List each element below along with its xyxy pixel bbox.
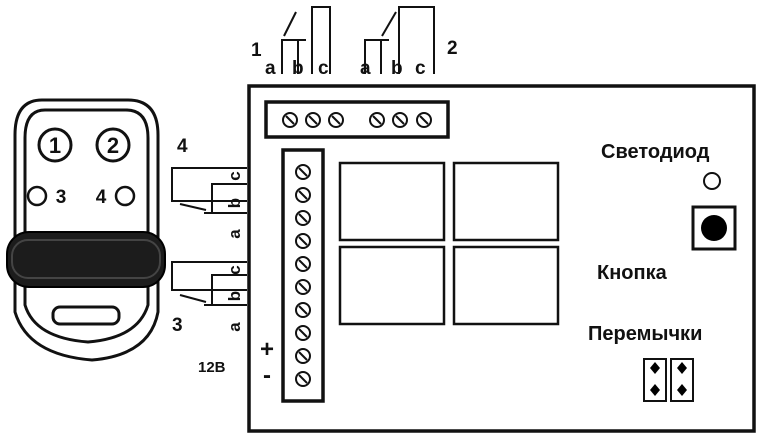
remote-button-1-icon [37, 127, 73, 163]
side-relay-4-contacts [171, 167, 247, 214]
top-relay-2-contact-c: c [415, 58, 426, 79]
terminal-screw-icon [295, 164, 311, 180]
top-relay-2-contact-b: b [391, 58, 403, 79]
top-relay-2-contact-a: a [360, 58, 371, 79]
jumpers-label: Перемычки [588, 323, 702, 345]
remote-button-3-label: 3 [56, 187, 67, 208]
remote-button-2-label: 2 [107, 133, 119, 158]
side-relay-3-contact-c: c [225, 265, 244, 274]
side-relay-3-number: 3 [172, 315, 183, 336]
side-relay-4-contact-a: a [225, 229, 244, 239]
terminal-screw-icon [295, 187, 311, 203]
terminal-screw-icon [328, 112, 344, 128]
top-terminal-screws [282, 112, 432, 128]
top-relay-1-number: 1 [251, 40, 262, 61]
jumpers-icon [643, 358, 694, 402]
led-icon [703, 172, 721, 190]
remote-grip-band [6, 231, 166, 288]
remote-button-1-label: 1 [49, 133, 61, 158]
top-relay-1-contact-c: c [318, 58, 329, 79]
side-relay-4-number: 4 [177, 136, 188, 157]
terminal-screw-icon [305, 112, 321, 128]
led-label: Светодиод [601, 141, 710, 163]
terminal-screw-icon [369, 112, 385, 128]
side-relay-4-contact-b: b [225, 198, 244, 208]
power-minus-label: - [263, 362, 271, 389]
push-button-icon [701, 215, 727, 241]
button-label: Кнопка [597, 262, 668, 284]
side-relay-3-contacts [171, 261, 247, 306]
relay-1 [338, 161, 446, 242]
terminal-screw-icon [282, 112, 298, 128]
terminal-screw-icon [295, 210, 311, 226]
receiver-board: Светодиод Кнопка Перемычки + - [247, 84, 756, 433]
terminal-screw-icon [295, 348, 311, 364]
top-relay-1-contacts [281, 6, 331, 74]
remote-button-4-label: 4 [96, 187, 107, 208]
relay-4 [452, 245, 560, 326]
top-relay-1-contact-a: a [265, 58, 276, 79]
remote-control: 1 2 3 4 [6, 98, 166, 362]
terminal-screw-icon [295, 302, 311, 318]
terminal-screw-icon [392, 112, 408, 128]
remote-button-3-icon [26, 185, 48, 207]
terminal-screw-icon [295, 371, 311, 387]
remote-inner-shell [23, 108, 150, 240]
side-relay-3-contact-b: b [225, 291, 244, 301]
side-relay-4-contact-c: c [225, 171, 244, 180]
top-relay-2-contacts [364, 6, 435, 74]
terminal-screw-icon [295, 325, 311, 341]
remote-button-2-icon [95, 127, 131, 163]
terminal-screw-icon [295, 279, 311, 295]
terminal-screw-icon [295, 233, 311, 249]
left-terminal-screws [295, 164, 311, 387]
remote-bottom-slot [51, 305, 121, 326]
terminal-screw-icon [295, 256, 311, 272]
side-relay-3-contact-a: a [225, 322, 244, 332]
top-relay-1-contact-b: b [292, 58, 304, 79]
power-plus-label: + [260, 336, 274, 363]
remote-grip-highlight [11, 239, 161, 279]
top-relay-2-number: 2 [447, 38, 458, 59]
relay-2 [452, 161, 560, 242]
terminal-screw-icon [416, 112, 432, 128]
power-voltage-label: 12В [198, 359, 226, 376]
remote-button-4-icon [114, 185, 136, 207]
relay-3 [338, 245, 446, 326]
